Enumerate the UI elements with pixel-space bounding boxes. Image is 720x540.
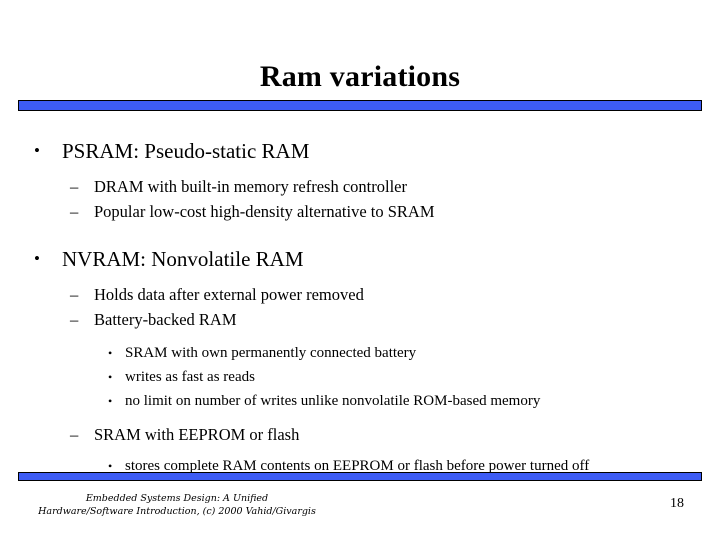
bullet-level3-no-limit-text: no limit on number of writes unlike nonv… [125, 393, 541, 409]
bullet-marker-icon: • [108, 346, 113, 360]
bullet-level2-dram-refresh-text: DRAM with built-in memory refresh contro… [94, 177, 407, 196]
page-number: 18 [670, 496, 684, 511]
bullet-level2-holds-data-text: Holds data after external power removed [94, 285, 364, 304]
bullet-level2-battery-backed: – Battery-backed RAM [0, 307, 720, 332]
bullet-level1-nvram: • NVRAM: Nonvolatile RAM [0, 244, 720, 274]
bullet-marker-icon: • [108, 459, 113, 473]
footer-divider-bar [18, 472, 702, 481]
footer-credit: Embedded Systems Design: A Unified Hardw… [12, 492, 342, 518]
bullet-level1-nvram-text: NVRAM: Nonvolatile RAM [62, 247, 304, 271]
page-title: Ram variations [259, 60, 461, 94]
bullet-level2-holds-data: – Holds data after external power remove… [0, 282, 720, 307]
bullet-level2-popular-lowcost-text: Popular low-cost high-density alternativ… [94, 202, 435, 221]
dash-marker-icon: – [70, 285, 79, 304]
bullet-level2-sram-eeprom-text: SRAM with EEPROM or flash [94, 425, 300, 444]
bullet-level3-sram-own-battery-text: SRAM with own permanently connected batt… [125, 345, 417, 361]
dash-marker-icon: – [70, 202, 79, 221]
bullet-marker-icon: • [108, 394, 113, 408]
bullet-level1-psram: • PSRAM: Pseudo-static RAM [0, 136, 720, 166]
bullet-level2-battery-backed-text: Battery-backed RAM [94, 310, 237, 329]
bullet-marker-icon: • [34, 141, 40, 160]
bullet-level3-stores-contents-text: stores complete RAM contents on EEPROM o… [125, 458, 590, 474]
bullet-level3-sram-own-battery: • SRAM with own permanently connected ba… [0, 341, 720, 365]
bullet-level3-writes-fast: • writes as fast as reads [0, 365, 720, 389]
bullet-level3-writes-fast-text: writes as fast as reads [125, 369, 255, 385]
bullet-marker-icon: • [108, 370, 113, 384]
bullet-level3-stores-contents: • stores complete RAM contents on EEPROM… [0, 454, 720, 478]
bullet-level3-no-limit: • no limit on number of writes unlike no… [0, 389, 720, 413]
dash-marker-icon: – [70, 310, 79, 329]
bullet-level2-dram-refresh: – DRAM with built-in memory refresh cont… [0, 174, 720, 199]
dash-marker-icon: – [70, 425, 79, 444]
bullet-level1-psram-text: PSRAM: Pseudo-static RAM [62, 139, 310, 163]
slide-body: • PSRAM: Pseudo-static RAM – DRAM with b… [0, 136, 720, 478]
bullet-level2-popular-lowcost: – Popular low-cost high-density alternat… [0, 199, 720, 224]
bullet-level2-sram-eeprom: – SRAM with EEPROM or flash [0, 422, 720, 447]
bullet-marker-icon: • [34, 249, 40, 268]
footer-credit-line1: Embedded Systems Design: A Unified [85, 493, 269, 504]
dash-marker-icon: – [70, 177, 79, 196]
footer-credit-line2: Hardware/Software Introduction, (c) 2000… [38, 506, 316, 517]
title-divider-bar [18, 100, 702, 111]
